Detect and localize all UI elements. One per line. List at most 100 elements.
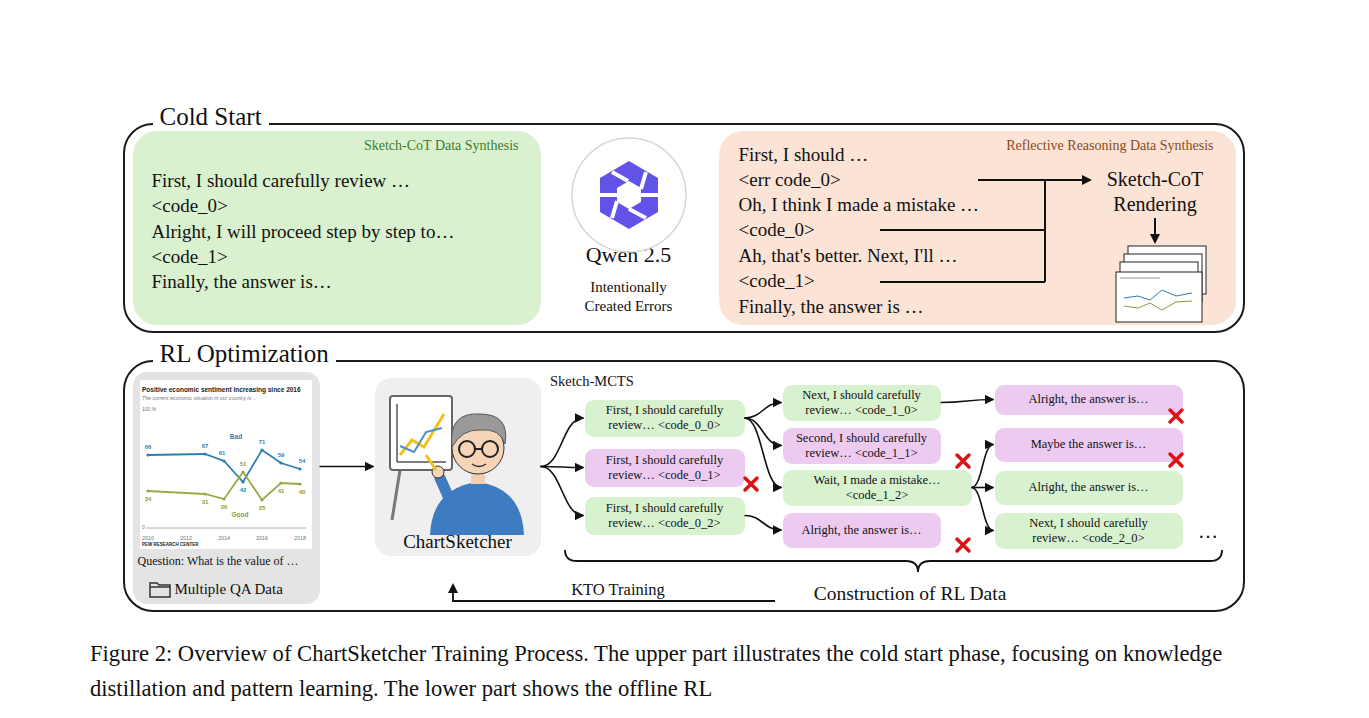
sketcher-illustration bbox=[396, 404, 398, 462]
sample-chart bbox=[146, 489, 149, 492]
search-step: Alright, the answer is… bbox=[995, 471, 1183, 505]
arrow-label: KTO Training bbox=[571, 581, 665, 600]
sample-chart bbox=[203, 492, 206, 495]
sample-chart bbox=[298, 482, 301, 485]
reasoning-line: <code_0> bbox=[739, 219, 815, 241]
sample-chart bbox=[140, 380, 312, 549]
qwen-logo bbox=[600, 172, 658, 218]
search-step: Wait, I made a mistake… <code_1_2> bbox=[783, 470, 972, 506]
panel-heading: Reflective Reasoning Data Synthesis bbox=[1006, 137, 1213, 155]
qwen-logo bbox=[572, 138, 686, 252]
ellipsis-mark: … bbox=[1198, 520, 1218, 543]
stage-title: Cold Start bbox=[153, 102, 269, 132]
feedback-arrow bbox=[448, 583, 458, 593]
folder-icon bbox=[150, 583, 170, 597]
sample-chart bbox=[222, 497, 225, 500]
search-step: First, I should carefully review… <code_… bbox=[585, 400, 745, 437]
sample-chart bbox=[146, 470, 301, 501]
qwen-logo bbox=[572, 138, 686, 252]
sketcher-illustration bbox=[390, 396, 524, 535]
reject-mark bbox=[957, 539, 969, 551]
rendered-chart-stack bbox=[1124, 290, 1192, 300]
rendered-chart-stack bbox=[1128, 246, 1206, 294]
rendered-chart-stack bbox=[1120, 262, 1198, 310]
sample-chart bbox=[148, 450, 300, 482]
flow-arrow bbox=[745, 418, 782, 488]
rendered-chart-stack bbox=[1124, 301, 1192, 310]
panel-heading: Sketch-CoT Data Synthesis bbox=[364, 137, 519, 155]
step-text: Alright, the answer is… bbox=[1028, 392, 1148, 407]
step-text: Wait, I made a mistake… <code_1_2> bbox=[793, 473, 962, 503]
sketcher-illustration bbox=[392, 470, 400, 520]
reflection-wires bbox=[1044, 180, 1046, 282]
reflection-wires bbox=[1082, 175, 1092, 185]
sample-chart bbox=[146, 453, 149, 456]
step-text: Maybe the answer is… bbox=[1031, 437, 1147, 452]
feedback-arrow bbox=[453, 592, 775, 601]
sample-chart bbox=[279, 481, 282, 484]
reject-mark bbox=[745, 410, 1182, 551]
reject-mark bbox=[745, 478, 757, 490]
sketcher-illustration bbox=[426, 455, 436, 470]
question-text: Question: What is the value of … bbox=[138, 554, 299, 568]
flow-arrow bbox=[541, 467, 584, 516]
model-block: Qwen 2.5Intentionally Created Errors bbox=[570, 135, 688, 320]
flow-arrow bbox=[972, 445, 994, 488]
sketcher-illustration bbox=[400, 414, 444, 455]
dataset-label: Multiple QA Data bbox=[175, 580, 283, 598]
flow-arrow bbox=[745, 516, 782, 531]
stage-frame: RL OptimizationQuestion: What is the val… bbox=[123, 360, 1245, 612]
reflection-wires bbox=[978, 179, 1084, 181]
reflection-wires bbox=[880, 229, 1045, 231]
sketcher-illustration bbox=[472, 464, 486, 467]
synthesis-panel: Sketch-CoT Data SynthesisFirst, I should… bbox=[133, 131, 541, 325]
sample-chart bbox=[203, 452, 206, 455]
folder-icon bbox=[150, 583, 170, 597]
sketcher-illustration bbox=[440, 470, 448, 520]
flow-arrow bbox=[745, 403, 782, 419]
rendered-chart-stack bbox=[1120, 278, 1160, 279]
sample-chart bbox=[146, 528, 306, 529]
sample-chart bbox=[298, 467, 301, 470]
reasoning-line: <code_0> bbox=[152, 195, 228, 217]
search-step: Next, I should carefully review… <code_2… bbox=[995, 513, 1183, 549]
reject-mark bbox=[1170, 454, 1182, 466]
search-step: Next, I should carefully review… <code_1… bbox=[783, 385, 941, 421]
flow-arrow bbox=[745, 418, 782, 446]
qwen-logo bbox=[600, 161, 658, 229]
reasoning-line: Alright, I will proceed step by step to… bbox=[152, 221, 455, 243]
flow-arrow bbox=[941, 400, 994, 403]
reasoning-line: Ah, that's better. Next, I'll … bbox=[739, 245, 958, 267]
flow-arrow bbox=[541, 467, 584, 468]
sketcher-illustration bbox=[452, 414, 506, 447]
sample-chart bbox=[241, 480, 244, 483]
flow-arrow bbox=[972, 488, 994, 531]
sample-chart bbox=[146, 448, 301, 483]
sample-chart bbox=[260, 448, 263, 451]
qwen-logo bbox=[617, 181, 641, 209]
step-text: Alright, the answer is… bbox=[1028, 480, 1148, 495]
feedback-arrow bbox=[448, 583, 775, 601]
sketcher-illustration bbox=[397, 461, 446, 463]
step-text: First, I should carefully review… <code_… bbox=[589, 453, 741, 483]
reasoning-line: Finally, the answer is … bbox=[739, 296, 924, 318]
step-text: Next, I should carefully review… <code_1… bbox=[787, 388, 937, 418]
sketcher-illustration bbox=[482, 441, 498, 457]
model-note: Intentionally Created Errors bbox=[570, 278, 688, 316]
sketcher-illustration bbox=[430, 482, 524, 535]
rendered-chart-stack bbox=[1116, 246, 1206, 322]
reflection-wires bbox=[1150, 234, 1160, 244]
step-text: Next, I should carefully review… <code_2… bbox=[1005, 516, 1173, 546]
reasoning-line: Oh, I think I made a mistake … bbox=[739, 194, 980, 216]
sketcher-illustration bbox=[452, 422, 504, 474]
model-name: Qwen 2.5 bbox=[570, 242, 688, 268]
sketcher-illustration bbox=[471, 468, 485, 484]
reject-mark bbox=[957, 455, 969, 467]
step-text: Second, I should carefully review… <code… bbox=[787, 431, 937, 461]
sketcher-illustration bbox=[475, 448, 482, 450]
step-text: Alright, the answer is… bbox=[801, 523, 921, 538]
sample-chart bbox=[140, 380, 312, 549]
reasoning-line: <err code_0> bbox=[739, 169, 841, 191]
stage-frame: Cold StartSketch-CoT Data SynthesisFirst… bbox=[123, 123, 1245, 333]
